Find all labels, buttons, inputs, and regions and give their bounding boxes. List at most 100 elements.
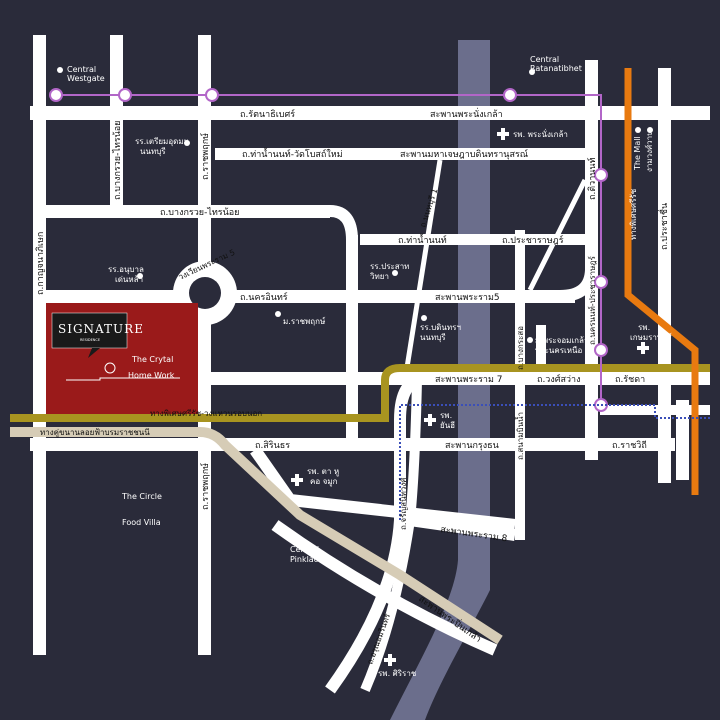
label-maha-chesada-bridge: สะพานมหาเจษฎาบดินทรานุสรณ์ <box>400 148 528 160</box>
place-dot-icon <box>527 337 533 343</box>
road-tha-nam-non <box>360 234 585 245</box>
road-pracharat-diag <box>527 178 588 292</box>
label-bang-kruai-sai-noi-v: ถ.บางกรวย-ไทรน้อย <box>112 121 123 200</box>
label-prasat-school: รร.ประสาทวิทยา <box>369 262 409 281</box>
label-charan-sanitwong: ถ.จรัญสนิทวงศ์ <box>398 478 408 530</box>
signature-name: SIGNATURE <box>58 322 144 336</box>
label-pracharat: ถ.ประชาราษฎร์ <box>502 234 564 246</box>
label-ratchada: ถ.รัชดา <box>615 375 645 385</box>
place-dots <box>57 67 653 343</box>
road-ratchawithi <box>30 438 675 451</box>
rama5-roundabout-inner <box>189 277 221 309</box>
station-circle-icon <box>594 168 608 182</box>
label-tiwanon-expressway: ทางพิเศษศรีรัช <box>629 188 638 240</box>
label-rama5-bridge: สะพานพระราม5 <box>435 293 500 303</box>
label-bang-krasor: ถ.บางกระสอ <box>516 326 525 370</box>
hospital-cross-icon <box>384 654 396 666</box>
expressway-gold <box>10 364 710 422</box>
road-arun-amarin <box>360 379 422 692</box>
road-bang-kruai-sai-noi <box>40 205 330 218</box>
signature-zone-line <box>66 377 180 381</box>
label-rajapruek-univ: ม.ราชพฤกษ์ <box>283 316 325 326</box>
road-inner-left <box>346 235 358 440</box>
hospitals <box>291 128 649 666</box>
signature-subtitle: RESIDENCE <box>80 338 100 342</box>
label-the-mall-ngamwong: งามวงศ์วาน <box>644 130 654 172</box>
road-ratchaphruek <box>198 35 211 655</box>
signature-logo-tail <box>88 348 100 358</box>
road-rama7 <box>205 372 710 385</box>
road-pinklao-bridge <box>271 520 498 656</box>
label-prachachuen: ถ.ประชาชื่น <box>657 203 670 250</box>
road-curve-inner <box>329 205 358 241</box>
central-westgate-line1: Central <box>67 65 96 74</box>
place-dot-icon <box>529 69 535 75</box>
road-tha-nam-non-wat <box>215 148 590 160</box>
road-right-far <box>658 68 671 483</box>
place-dot-icon <box>647 127 653 133</box>
road-bang-kruai-sai-noi-v <box>110 35 123 215</box>
expressway-orange <box>624 68 699 495</box>
station-circle-icon <box>594 275 608 289</box>
label-the-circle: The Circle <box>121 492 162 501</box>
label-home-work: Home Work <box>128 371 175 380</box>
label-bodindecha: รร.บดินทรฯนนทบุรี <box>420 323 461 342</box>
road-sanambinnam-mid <box>536 325 546 385</box>
label-hosp-ruamjai: ม.พระจอมเกล้าพระนครเหนือ <box>535 336 588 355</box>
place-dot-icon <box>57 67 63 73</box>
label-food-villa: Food Villa <box>122 518 161 527</box>
label-hosp-siriraj: รพ. ศิริราช <box>378 669 417 678</box>
road-charan-sanitwong <box>325 372 427 694</box>
label-kanchanaphisek: ถ.กาญจนาภิเษก <box>35 232 46 295</box>
place-dot-icon <box>635 127 641 133</box>
hospital-cross-icon <box>637 342 649 354</box>
label-krung-thon-bridge: สะพานกรุงธน <box>445 441 499 451</box>
hospital-cross-icon <box>291 474 303 486</box>
label-nakhon-non-pracharat: ถ.นครนนท์-ประชาราษฎร์ <box>587 255 597 345</box>
label-the-mall: The Mall <box>633 136 642 171</box>
label-ratchaphruek: ถ.ราชพฤกษ์ <box>199 133 211 180</box>
place-dot-icon <box>421 315 427 321</box>
road-kanchanaphisek <box>33 35 46 655</box>
road-curve-nakhon-in <box>559 269 597 302</box>
label-kindergarten: รร.อนุบาลเด่นหล้า <box>108 265 144 284</box>
blue-dotted-line <box>399 404 710 520</box>
label-kanchanaphisek-expressway: ทางพิเศษศรีรัช-วงแหวนรอบนอก <box>150 409 262 418</box>
label-nonthaburi-bridge: สะพานพระนั่งเกล้า <box>430 107 503 120</box>
label-ratchaphruek-lower: ถ.ราชพฤกษ์ <box>199 463 211 510</box>
road-nonthaburi1 <box>402 159 443 381</box>
label-hosp-yanhee: รพ.ยันฮี <box>440 411 455 430</box>
label-ratanathibet: ถ.รัตนาธิเบศร์ <box>240 108 295 120</box>
label-school-triam: รร.เตรียมอุดมฯนนทบุรี <box>135 137 188 156</box>
road-ratanathibet <box>30 106 710 120</box>
station-circle-icon <box>503 88 517 102</box>
chao-phraya-river <box>390 40 490 720</box>
label-hosp-kasemrad: รพ.เกษมราษฎร์ <box>630 323 673 342</box>
label-hosp-sukhumvit: รพ. ตา หูคอ จมูก <box>307 467 339 487</box>
place-dot-icon <box>184 140 190 146</box>
road-right-short <box>676 400 689 480</box>
label-wongsawang: ถ.วงศ์สว่าง <box>537 373 580 385</box>
station-circle-icon <box>118 88 132 102</box>
signature-logo-box <box>51 312 128 349</box>
hospital-cross-icon <box>424 414 436 426</box>
label-borommaratchachonnani: ทางคู่ขนานลอยฟ้าบรมราชชนนี <box>40 428 150 438</box>
place-dot-icon <box>392 270 398 276</box>
place-dot-icon <box>275 311 281 317</box>
label-sirindhorn: ถ.สิรินธร <box>255 440 290 451</box>
label-bang-kruai-sai-noi: ถ.บางกรวย-ไทรน้อย <box>160 207 239 218</box>
hospital-cross-icon <box>497 128 509 140</box>
place-dot-icon <box>137 273 143 279</box>
label-tha-nam-non-wat: ถ.ท่าน้ำนนท์-วัดโบสถ์ใหม่ <box>242 147 343 160</box>
station-circle-icon <box>49 88 63 102</box>
label-the-crytal: The Crytal <box>131 355 173 364</box>
label-sanambinnam: ถ.สนามบินน้ำ <box>514 412 525 460</box>
label-nakhon-in: ถ.นครอินทร์ <box>240 291 288 303</box>
station-circle-icon <box>594 343 608 357</box>
station-circle-icon <box>205 88 219 102</box>
label-ratchawithi: ถ.ราชวิถี <box>612 440 647 451</box>
label-rama7-bridge: สะพานพระราม 7 <box>435 375 502 385</box>
